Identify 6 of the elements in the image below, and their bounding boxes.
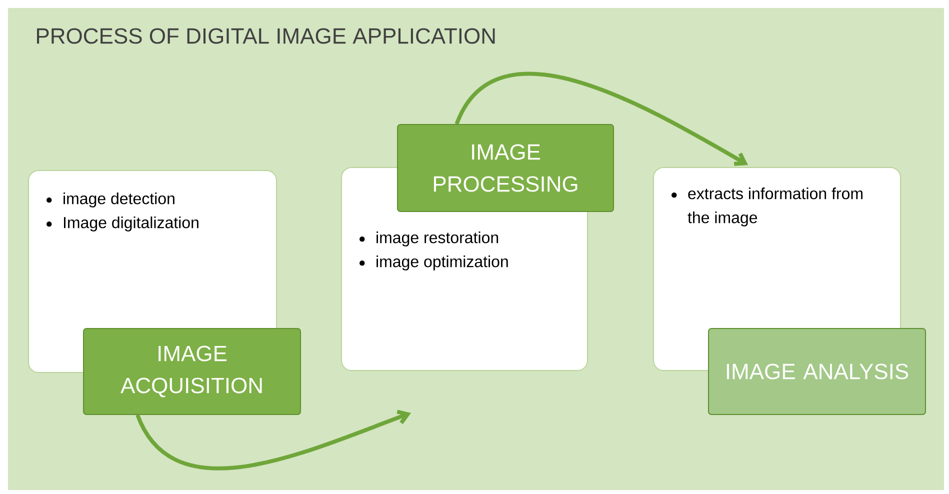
curved-arrow	[136, 410, 411, 470]
curved-arrow	[454, 72, 748, 166]
stage-label-box: IMAGE ANALYSIS	[708, 328, 926, 415]
title: PROCESS OF DIGITAL IMAGE APPLICATION	[37, 28, 495, 44]
stage-label-box: IMAGE ACQUISITION	[83, 328, 301, 415]
stage-label-box: IMAGE PROCESSING	[397, 124, 614, 212]
